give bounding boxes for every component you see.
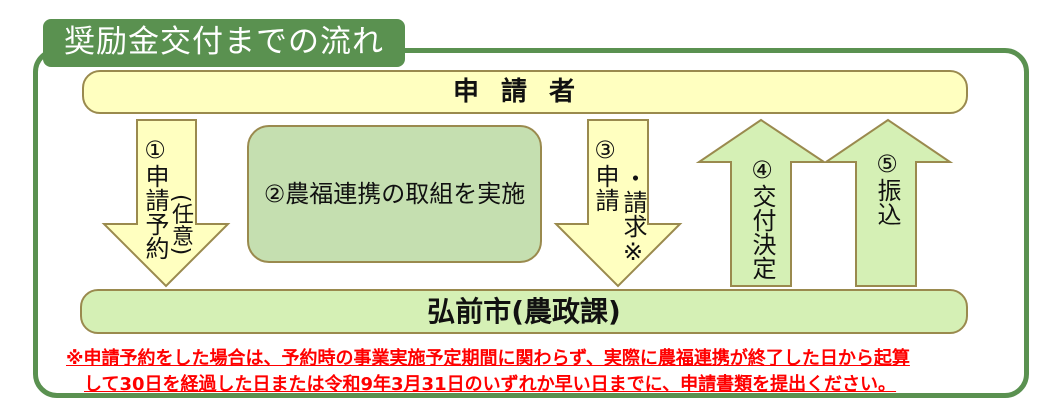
step4-label: ④交付決定 <box>748 156 776 280</box>
step3-down-arrow <box>553 119 683 288</box>
note-line-1: ※申請予約をした場合は、予約時の事業実施予定期間に関わらず、実際に農福連携が終了… <box>66 348 910 369</box>
note-line-2: して30日を経過した日または令和9年3月31日のいずれか早い日までに、申請書類を… <box>84 374 897 395</box>
step1-down-arrow <box>101 119 231 288</box>
step3-label: ③申請 <box>591 136 619 212</box>
diagram-title: 奨励金交付までの流れ <box>43 19 405 67</box>
step3-claim-label: ・請求※ <box>619 166 647 266</box>
step1-label: ①申請予約 <box>141 136 169 260</box>
step4-up-arrow <box>695 118 828 287</box>
applicant-bar: 申請者 <box>82 70 968 114</box>
step2-action-box: ②農福連携の取組を実施 <box>247 125 542 263</box>
city-office-bar: 弘前市(農政課) <box>80 289 968 334</box>
step2-label: ②農福連携の取組を実施 <box>263 180 526 208</box>
flow-frame <box>33 48 1029 398</box>
step5-label: ⑤振込 <box>873 150 901 226</box>
step1-optional-label: (任意) <box>168 194 193 256</box>
step5-up-arrow <box>822 118 954 287</box>
